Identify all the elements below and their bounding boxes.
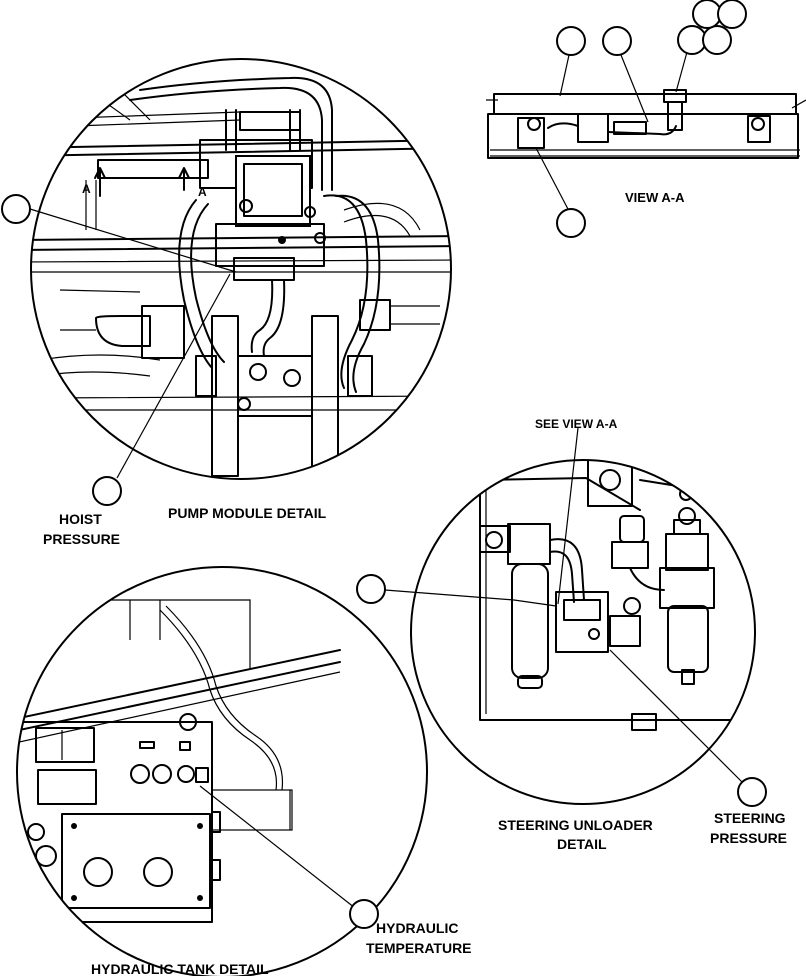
view-aa-label: VIEW A-A [625, 190, 685, 205]
callout-balloon [737, 777, 767, 807]
hydraulic-tank-detail-title: HYDRAULIC TANK DETAIL [91, 961, 269, 976]
section-marker-a-right: A [198, 185, 207, 199]
callout-balloon [702, 25, 732, 55]
view-aa-drawing [486, 89, 806, 159]
steering-unloader-drawing [479, 460, 755, 731]
pump-module-drawing [31, 69, 451, 477]
callout-balloon [602, 26, 632, 56]
callout-balloon [692, 0, 722, 29]
callout-balloon [92, 476, 122, 506]
callout-balloon [556, 208, 586, 238]
callout-balloon [677, 25, 707, 55]
callout-balloon [349, 899, 379, 929]
steering-pressure-label-line2: PRESSURE [710, 830, 787, 846]
hydraulic-temperature-label-line1: HYDRAULIC [376, 920, 458, 936]
callout-balloon [356, 574, 386, 604]
callout-balloon [717, 0, 747, 29]
section-marker-a-left: A [82, 182, 91, 196]
leader-lines [29, 51, 749, 909]
section-markers: A A [82, 167, 207, 199]
callout-balloons [1, 0, 767, 929]
steering-unloader-detail-title-line2: DETAIL [557, 836, 607, 852]
steering-unloader-detail-circle [410, 459, 756, 805]
pump-module-detail-title: PUMP MODULE DETAIL [168, 505, 327, 521]
hydraulic-temperature-label-line2: TEMPERATURE [366, 940, 472, 956]
see-view-aa-label: SEE VIEW A-A [535, 417, 618, 431]
callout-balloon [556, 26, 586, 56]
steering-pressure-label-line1: STEERING [714, 810, 786, 826]
steering-unloader-detail-title-line1: STEERING UNLOADER [498, 817, 653, 833]
pump-module-detail-circle [30, 58, 452, 480]
callout-balloon [1, 194, 31, 224]
hoist-pressure-label-line2: PRESSURE [43, 531, 120, 547]
hoist-pressure-label-line1: HOIST [59, 511, 102, 527]
